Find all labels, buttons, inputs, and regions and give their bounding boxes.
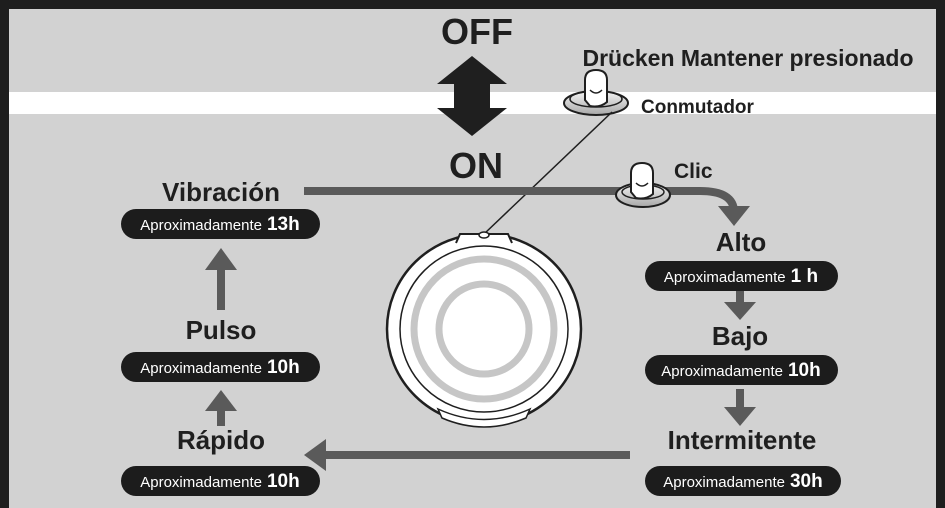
arrow-head-bajo [724, 302, 756, 320]
duration-prefix: Aproximadamente [663, 474, 785, 491]
duration-prefix: Aproximadamente [664, 269, 786, 286]
duration-pill-rapido: Aproximadamente 10h [121, 466, 320, 496]
mode-pulso-name: Pulso [186, 315, 257, 345]
mode-rapido-name: Rápido [177, 425, 265, 455]
duration-pill-bajo: Aproximadamente 10h [645, 355, 838, 385]
duration-pill-pulso: Aproximadamente 10h [121, 352, 320, 382]
duration-value: 13h [267, 214, 300, 235]
duration-prefix: Aproximadamente [661, 363, 783, 380]
on-label: ON [449, 145, 503, 186]
arrow-head-pulso [205, 390, 237, 411]
mode-vibracion-name: Vibración [162, 177, 280, 207]
arrow-head-rapido [304, 439, 326, 471]
duration-value: 10h [267, 471, 300, 492]
double-vertical-arrow-icon [437, 56, 507, 136]
round-device-icon [385, 231, 583, 428]
duration-value: 10h [788, 360, 821, 381]
click-label: Clic [674, 160, 713, 183]
switch-label: Conmutador [641, 97, 755, 118]
duration-prefix: Aproximadamente [140, 474, 262, 491]
finger-click-icon [615, 161, 671, 208]
mode-alto-name: Alto [716, 227, 767, 257]
switch-pointer-line [483, 111, 613, 235]
arrow-head-vibracion [205, 248, 237, 270]
finger-press-icon [563, 68, 629, 116]
duration-pill-alto: Aproximadamente 1 h [645, 261, 838, 291]
duration-pill-vibracion: Aproximadamente 13h [121, 209, 320, 239]
duration-value: 10h [267, 357, 300, 378]
duration-prefix: Aproximadamente [140, 360, 262, 377]
arrow-head-intermitente [724, 407, 756, 426]
arrow-head-alto [718, 206, 750, 226]
duration-pill-intermitente: Aproximadamente 30h [645, 466, 841, 496]
mode-bajo-name: Bajo [712, 321, 768, 351]
duration-prefix: Aproximadamente [140, 217, 262, 234]
press-hold-label: Drücken Mantener presionado [582, 45, 913, 71]
duration-value: 30h [790, 471, 823, 492]
mode-intermitente-name: Intermitente [668, 425, 817, 455]
duration-value: 1 h [791, 266, 818, 287]
off-label: OFF [441, 11, 513, 52]
